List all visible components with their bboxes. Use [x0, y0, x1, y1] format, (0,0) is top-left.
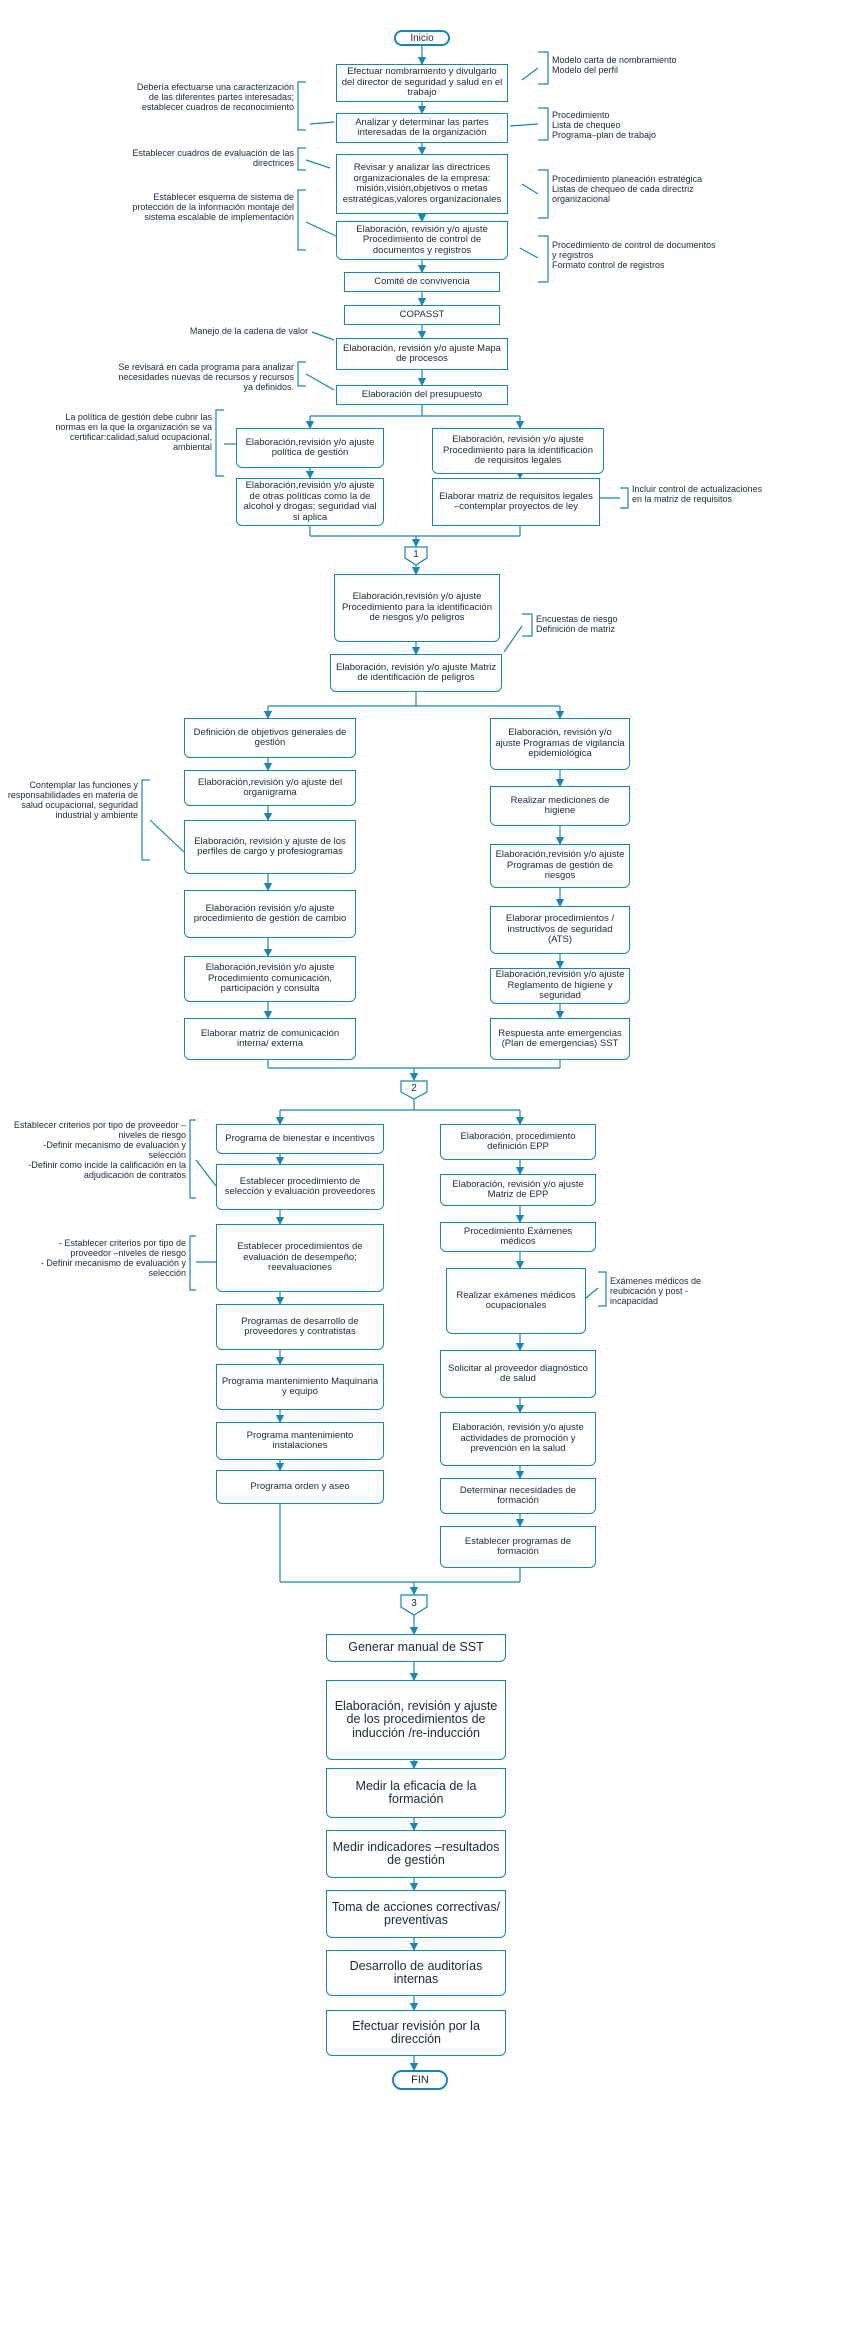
- note-caracterizacion: Debería efectuarse una caracterización d…: [136, 82, 294, 112]
- step-machinery-maintenance: Programa mantenimiento Maquinaria y equi…: [216, 1364, 384, 1410]
- step-job-profiles: Elaboración, revisión y ajuste de los pe…: [184, 820, 356, 874]
- note-planeacion: Procedimiento planeación estratégica Lis…: [552, 174, 703, 204]
- step-document-control: Elaboración, revisión y/o ajuste Procedi…: [336, 221, 508, 260]
- step-other-policies: Elaboración,revisión y/o ajuste de otras…: [236, 478, 384, 526]
- step-training-needs: Determinar necesidades de formación: [440, 1478, 596, 1514]
- note-criterios-proveedor: Establecer criterios por tipo de proveed…: [13, 1120, 186, 1180]
- note-control-documentos: Procedimiento de control de documentos y…: [552, 240, 716, 270]
- step-budget: Elaboración del presupuesto: [336, 385, 508, 405]
- step-epidemiological-programs: Elaboración, revisión y/o ajuste Program…: [490, 718, 630, 770]
- step-emergency-response: Respuesta ante emergencias (Plan de emer…: [490, 1018, 630, 1060]
- step-hazard-matrix: Elaboración, revisión y/o ajuste Matriz …: [330, 654, 502, 692]
- end-terminal: FIN: [392, 2070, 448, 2090]
- step-ppe-matrix: Elaboración, revisión y/o ajuste Matriz …: [440, 1174, 596, 1206]
- step-legal-requirements-procedure: Elaboración, revisión y/o ajuste Procedi…: [432, 428, 604, 474]
- step-indicators: Medir indicadores –resultados de gestión: [326, 1830, 506, 1878]
- step-medical-exams-procedure: Procedimiento Exámenes médicos: [440, 1222, 596, 1252]
- note-nombramiento: Modelo carta de nombramiento Modelo del …: [552, 55, 677, 75]
- step-supplier-development: Programas de desarrollo de proveedores y…: [216, 1304, 384, 1350]
- step-management-review: Efectuar revisión por la dirección: [326, 2010, 506, 2056]
- step-induction-procedures: Elaboración, revisión y ajuste de los pr…: [326, 1680, 506, 1760]
- step-appoint-director: Efectuar nombramiento y divulgarlo del d…: [336, 64, 508, 102]
- connector-1: 1: [404, 546, 428, 566]
- step-corrective-actions: Toma de acciones correctivas/ preventiva…: [326, 1890, 506, 1938]
- step-communication-matrix: Elaborar matriz de comunicación interna/…: [184, 1018, 356, 1060]
- connector-2: 2: [400, 1080, 428, 1100]
- step-hygiene-measurements: Realizar mediciones de higiene: [490, 786, 630, 826]
- step-copasst: COPASST: [344, 305, 500, 325]
- step-comite-convivencia: Comité de convivencia: [344, 272, 500, 292]
- step-hygiene-regulation: Elaboración,revisión y/o ajuste Reglamen…: [490, 968, 630, 1004]
- step-supplier-selection: Establecer procedimiento de selección y …: [216, 1164, 384, 1210]
- note-proteccion-informacion: Establecer esquema de sistema de protecc…: [132, 192, 294, 222]
- start-terminal: Inicio: [394, 30, 450, 46]
- step-org-chart: Elaboración,revisión y/o ajuste del orga…: [184, 770, 356, 806]
- step-order-cleanliness: Programa orden y aseo: [216, 1470, 384, 1504]
- step-performance-evaluation: Establecer procedimientos de evaluación …: [216, 1224, 384, 1292]
- note-funciones: Contemplar las funciones y responsabilid…: [7, 780, 138, 820]
- note-procedimiento: Procedimiento Lista de chequeo Programa–…: [552, 110, 657, 140]
- step-training-programs: Establecer programas de formación: [440, 1526, 596, 1568]
- connector-3: 3: [400, 1594, 428, 1616]
- step-ppe-procedure: Elaboración, procedimiento definición EP…: [440, 1124, 596, 1160]
- note-recursos: Se revisará en cada programa para analiz…: [118, 362, 294, 392]
- step-safety-instructions: Elaborar procedimientos / instructivos d…: [490, 906, 630, 954]
- step-communication-procedure: Elaboración,revisión y/o ajuste Procedim…: [184, 956, 356, 1002]
- note-cuadros-evaluacion: Establecer cuadros de evaluación de las …: [132, 148, 294, 168]
- note-examenes-reubicacion: Exámenes médicos de reubicación y post -…: [610, 1276, 702, 1306]
- connector-2-label: 2: [411, 1082, 417, 1094]
- step-management-policy: Elaboración,revisión y/o ajuste política…: [236, 428, 384, 468]
- note-cadena-valor: Manejo de la cadena de valor: [189, 326, 308, 336]
- step-legal-matrix: Elaborar matriz de requisitos legales –c…: [432, 478, 600, 526]
- connector-3-label: 3: [411, 1597, 417, 1609]
- step-occupational-exams: Realizar exámenes médicos ocupacionales: [446, 1268, 586, 1334]
- step-training-effectiveness: Medir la eficacia de la formación: [326, 1768, 506, 1818]
- step-risk-programs: Elaboración,revisión y/o ajuste Programa…: [490, 844, 630, 888]
- step-health-diagnosis: Solicitar al proveedor diagnóstico de sa…: [440, 1350, 596, 1398]
- step-change-management: Elaboración revisión y/o ajuste procedim…: [184, 890, 356, 938]
- connector-1-label: 1: [413, 548, 419, 560]
- step-objectives: Definición de objetivos generales de ges…: [184, 718, 356, 758]
- note-criterios-evaluacion: - Establecer criterios por tipo de prove…: [40, 1238, 186, 1278]
- step-process-map: Elaboración, revisión y/o ajuste Mapa de…: [336, 338, 508, 370]
- step-facility-maintenance: Programa mantenimiento instalaciones: [216, 1422, 384, 1460]
- step-wellbeing-program: Programa de bienestar e incentivos: [216, 1124, 384, 1154]
- step-stakeholders: Analizar y determinar las partes interes…: [336, 113, 508, 143]
- step-internal-audits: Desarrollo de auditorías internas: [326, 1950, 506, 1996]
- note-encuestas-riesgo: Encuestas de riesgo Definición de matriz: [536, 614, 618, 634]
- step-sst-manual: Generar manual de SST: [326, 1634, 506, 1662]
- note-actualizaciones: Incluir control de actualizaciones en la…: [632, 484, 763, 504]
- note-politica-gestion: La política de gestión debe cubrir las n…: [55, 412, 212, 452]
- step-health-promotion: Elaboración, revisión y/o ajuste activid…: [440, 1412, 596, 1466]
- step-org-directives: Revisar y analizar las directrices organ…: [336, 154, 508, 214]
- step-risk-procedure: Elaboración,revisión y/o ajuste Procedim…: [334, 574, 500, 642]
